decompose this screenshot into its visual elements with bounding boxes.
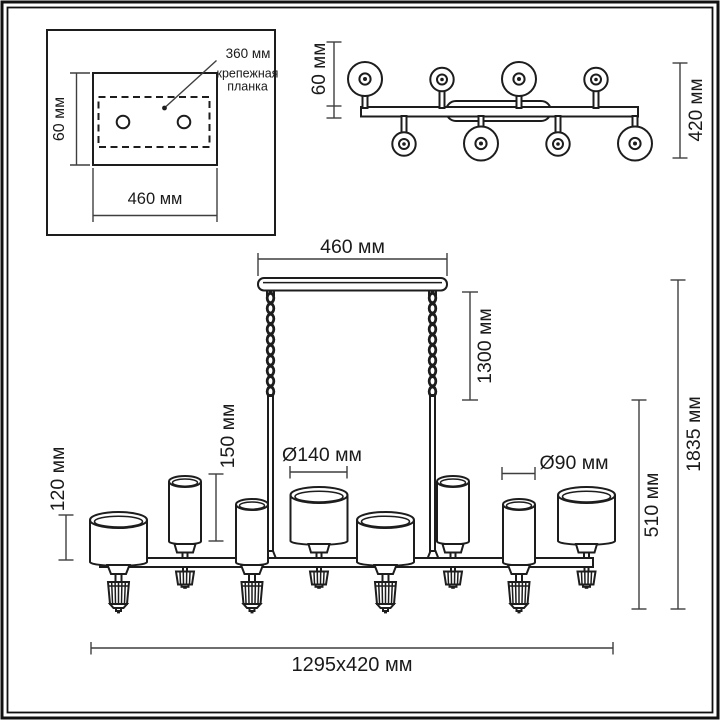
inset-width-dimension [92,168,218,222]
inset-height-label: 60 мм [51,97,68,141]
shade-top-5 [391,131,417,157]
shade-top-6 [463,125,499,162]
mounting-hole-right [176,114,192,130]
top-view-height-label: 60 мм [309,43,330,96]
shade-5 [356,511,415,567]
inset-width-label: 460 мм [128,190,183,208]
shade-top-2 [429,66,455,93]
top-view: 60 мм 420 мм [309,41,707,162]
shade-top-4 [583,66,609,93]
canopy-width-label: 460 мм [320,236,385,258]
shade-1 [89,511,148,567]
chain-right [427,290,438,402]
inset-border [46,29,276,236]
wide-shade-height-label: 120 мм [47,447,69,512]
canopy-width-dimension [257,253,448,276]
narrow-shade-diameter-dimension [501,467,536,480]
body-height-dimension [631,399,647,610]
inset-height-dimension [70,72,90,166]
front-view: 460 мм 1300 мм 150 мм 120 мм Ø140 мм [47,236,705,676]
shade-2 [168,475,202,546]
overall-size-label: 1295x420 мм [292,654,413,676]
shade-7 [502,498,536,567]
top-view-depth-dimension [672,62,688,159]
finial-1 [106,564,131,615]
shade-top-7 [545,131,571,157]
plate-caption-line2: планка [227,80,268,94]
top-view-depth-label: 420 мм [686,78,707,141]
wide-shade-height-dimension [58,514,74,561]
narrow-shade-diameter-label: Ø90 мм [539,452,608,474]
overall-size-dimension [90,642,614,655]
top-view-bar [360,106,639,118]
wide-shade-diameter-label: Ø140 мм [282,444,362,466]
finial-3 [240,564,264,615]
wide-shade-diameter-dimension [289,466,348,479]
shade-3 [235,498,269,567]
finial-7 [507,564,531,615]
narrow-shade-height-label: 150 мм [217,404,239,469]
chain-length-label: 1300 мм [474,308,496,384]
shade-8 [557,486,616,546]
total-height-dimension [670,279,686,610]
total-height-label: 1835 мм [683,396,705,472]
leader-line [165,59,217,108]
mounting-plate [92,72,218,166]
inner-frame [6,6,714,714]
shade-top-1 [347,61,383,97]
mounting-hole-left [115,114,131,130]
shade-6 [436,475,470,546]
plate-width-label: 360 мм [226,46,271,61]
finial-5 [373,564,398,615]
chain-left [265,290,276,402]
shade-top-8 [617,125,653,162]
chain-length-dimension [462,291,478,401]
plate-caption-line1: крепежная [217,67,279,81]
narrow-shade-height-dimension [208,473,224,542]
shade-top-3 [501,61,537,97]
body-height-label: 510 мм [641,473,663,538]
shade-4 [289,486,349,546]
leader-dot [162,105,167,111]
mounting-plate-inset: 360 мм крепежная планка 60 мм 460 мм [46,29,279,236]
top-view-height-dimension [326,41,342,119]
